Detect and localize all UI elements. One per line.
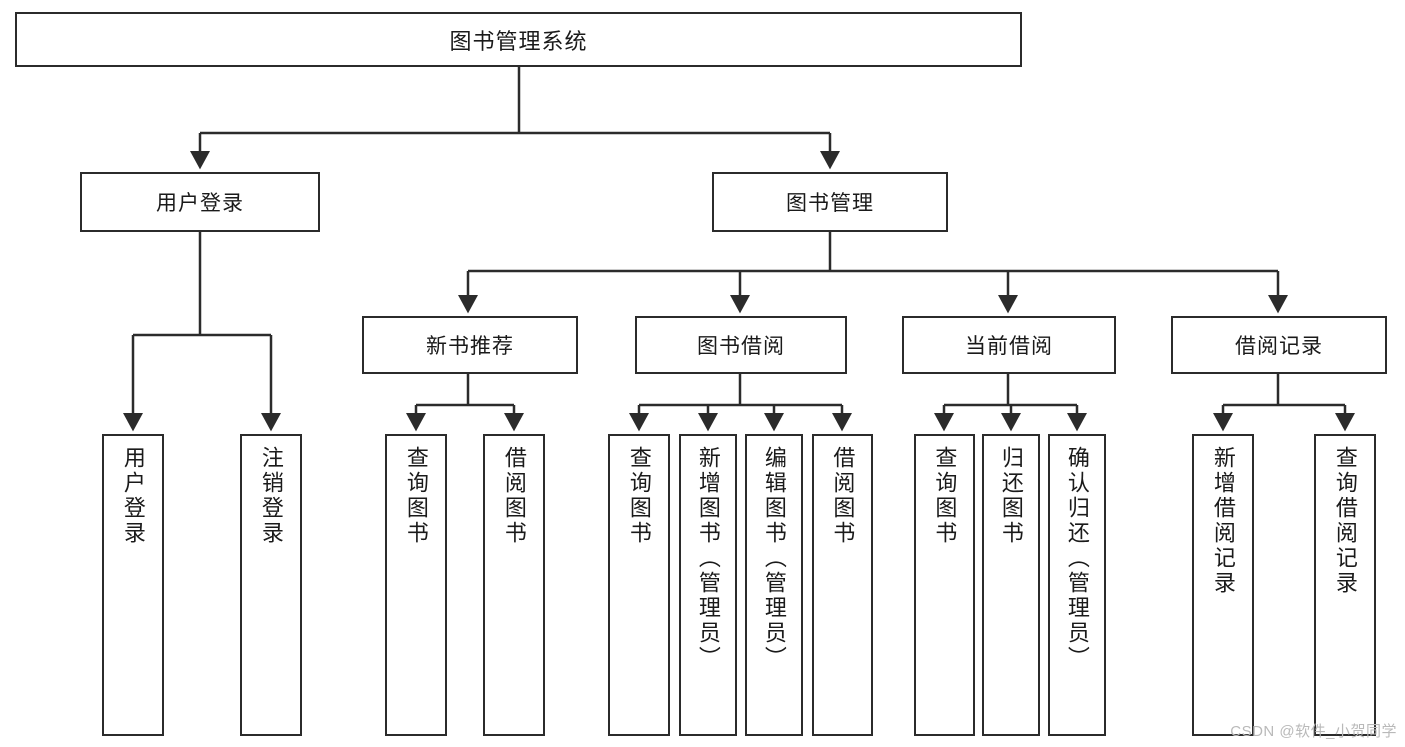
node-label: 借阅图书 (501, 446, 527, 546)
leaf-borrow-book-new-rec[interactable]: 借阅图书 (483, 434, 545, 736)
leaf-query-book-current[interactable]: 查询图书 (914, 434, 975, 736)
leaf-add-book-admin[interactable]: 新增图书（管理员） (679, 434, 737, 736)
node-label: 查询借阅记录 (1332, 446, 1358, 596)
leaf-query-book-borrow[interactable]: 查询图书 (608, 434, 670, 736)
node-new-book-recommend[interactable]: 新书推荐 (362, 316, 578, 374)
node-label: 编辑图书（管理员） (761, 446, 787, 671)
node-user-login[interactable]: 用户登录 (80, 172, 320, 232)
leaf-user-login[interactable]: 用户登录 (102, 434, 164, 736)
node-label: 借阅记录 (1235, 335, 1323, 358)
leaf-user-logout[interactable]: 注销登录 (240, 434, 302, 736)
leaf-borrow-book[interactable]: 借阅图书 (812, 434, 873, 736)
node-label: 确认归还（管理员） (1064, 446, 1090, 671)
node-label: 用户登录 (156, 192, 244, 215)
node-label: 注销登录 (258, 446, 284, 546)
node-label: 新增借阅记录 (1210, 446, 1236, 596)
node-label: 图书借阅 (697, 335, 785, 358)
leaf-confirm-return-admin[interactable]: 确认归还（管理员） (1048, 434, 1106, 736)
node-label: 借阅图书 (830, 446, 856, 546)
node-label: 当前借阅 (965, 335, 1053, 358)
leaf-edit-book-admin[interactable]: 编辑图书（管理员） (745, 434, 803, 736)
node-label: 查询图书 (932, 446, 958, 546)
leaf-query-book-new-rec[interactable]: 查询图书 (385, 434, 447, 736)
node-label: 查询图书 (626, 446, 652, 546)
node-label: 查询图书 (403, 446, 429, 546)
node-root-system[interactable]: 图书管理系统 (15, 12, 1022, 67)
node-book-borrow[interactable]: 图书借阅 (635, 316, 847, 374)
node-label: 新书推荐 (426, 335, 514, 358)
node-label: 新增图书（管理员） (695, 446, 721, 671)
watermark-text: CSDN @软件_小贺同学 (1230, 723, 1397, 740)
node-label: 图书管理系统 (449, 28, 588, 54)
node-book-manage[interactable]: 图书管理 (712, 172, 948, 232)
leaf-return-book[interactable]: 归还图书 (982, 434, 1040, 736)
node-label: 归还图书 (998, 446, 1024, 546)
node-borrow-record[interactable]: 借阅记录 (1171, 316, 1387, 374)
node-label: 图书管理 (786, 192, 874, 215)
leaf-query-borrow-record[interactable]: 查询借阅记录 (1314, 434, 1376, 736)
node-label: 用户登录 (120, 446, 146, 546)
node-current-borrow[interactable]: 当前借阅 (902, 316, 1116, 374)
leaf-add-borrow-record[interactable]: 新增借阅记录 (1192, 434, 1254, 736)
